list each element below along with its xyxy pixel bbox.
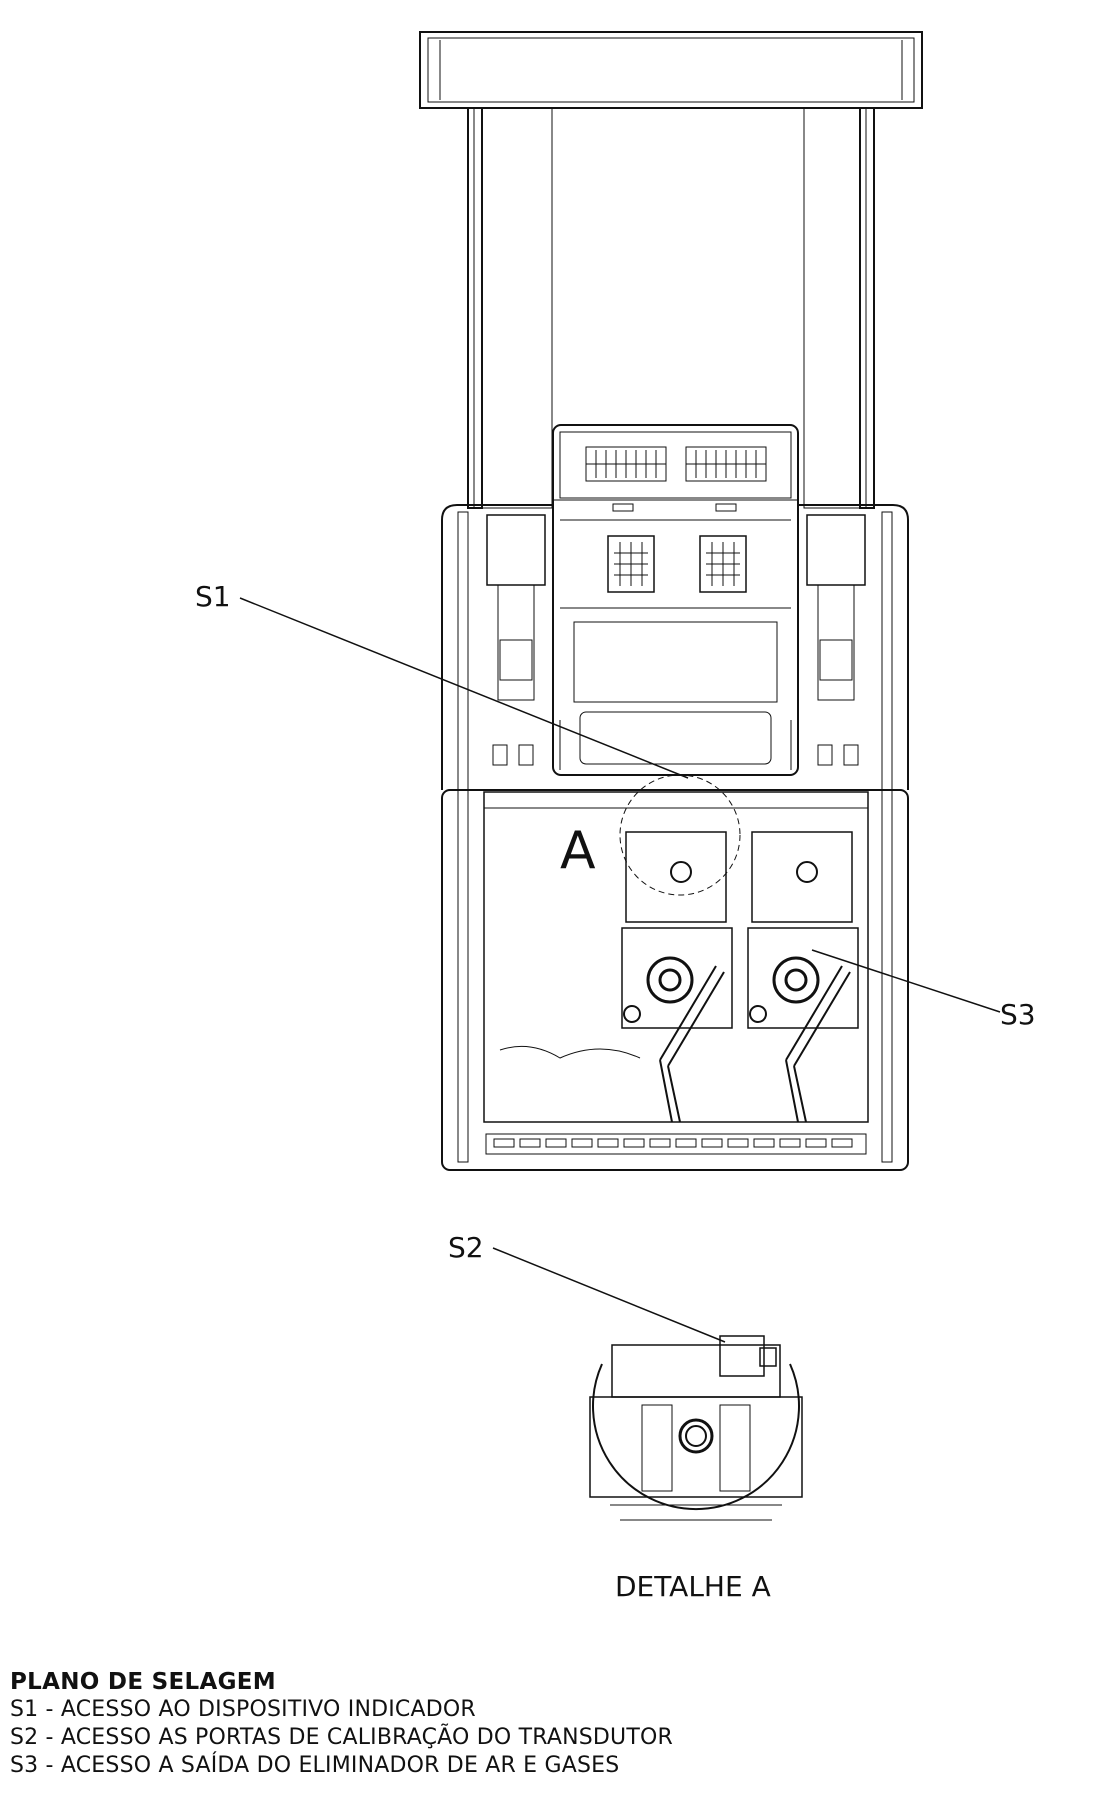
sealing-plan-legend: PLANO DE SELAGEM S1 - ACESSO AO DISPOSIT… [10, 1668, 673, 1780]
meter-left [621, 831, 733, 1123]
display-head [552, 424, 799, 776]
detail-letter: A [560, 821, 596, 881]
s2-leader [492, 1247, 726, 1343]
callout-s1: S1 [195, 580, 231, 613]
columns [467, 107, 875, 509]
legend-item-s1: S1 - ACESSO AO DISPOSITIVO INDICADOR [10, 1697, 476, 1722]
s1-leader [239, 597, 689, 779]
callout-s2: S2 [448, 1231, 484, 1264]
detail-a-view [589, 1335, 803, 1521]
meter-right [747, 831, 859, 1123]
detail-caption: DETALHE A [615, 1570, 771, 1603]
s3-leader [811, 949, 1001, 1013]
legend-item-s2: S2 - ACESSO AS PORTAS DE CALIBRAÇÃO DO T… [10, 1725, 673, 1750]
callout-s3: S3 [1000, 998, 1036, 1031]
canopy [419, 31, 923, 109]
cabinet [441, 504, 909, 1171]
detail-a-marker [619, 774, 741, 896]
legend-title: PLANO DE SELAGEM [10, 1669, 276, 1695]
legend-item-s3: S3 - ACESSO A SAÍDA DO ELIMINADOR DE AR … [10, 1753, 620, 1778]
